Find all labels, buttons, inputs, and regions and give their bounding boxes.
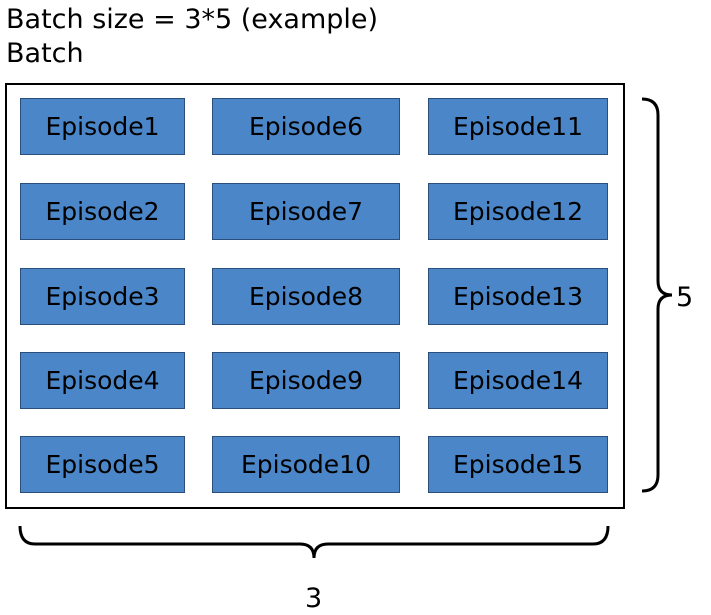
- episode-box: Episode6: [212, 98, 400, 155]
- episode-box: Episode9: [212, 352, 400, 409]
- episode-box: Episode10: [212, 436, 400, 493]
- batch-label: Batch: [6, 38, 84, 69]
- episode-box: Episode14: [428, 352, 608, 409]
- episode-box: Episode4: [20, 352, 185, 409]
- episode-box: Episode15: [428, 436, 608, 493]
- episode-box: Episode5: [20, 436, 185, 493]
- rows-count-label: 5: [676, 282, 694, 313]
- episode-box: Episode7: [212, 183, 400, 240]
- episode-box: Episode2: [20, 183, 185, 240]
- diagram-title: Batch size = 3*5 (example): [6, 4, 379, 35]
- rows-brace: [641, 97, 673, 493]
- episode-box: Episode11: [428, 98, 608, 155]
- episode-box: Episode12: [428, 183, 608, 240]
- cols-count-label: 3: [305, 583, 323, 614]
- cols-brace: [18, 525, 610, 559]
- episode-box: Episode1: [20, 98, 185, 155]
- episode-box: Episode8: [212, 268, 400, 325]
- episode-box: Episode13: [428, 268, 608, 325]
- batch-container: [5, 83, 625, 509]
- episode-box: Episode3: [20, 268, 185, 325]
